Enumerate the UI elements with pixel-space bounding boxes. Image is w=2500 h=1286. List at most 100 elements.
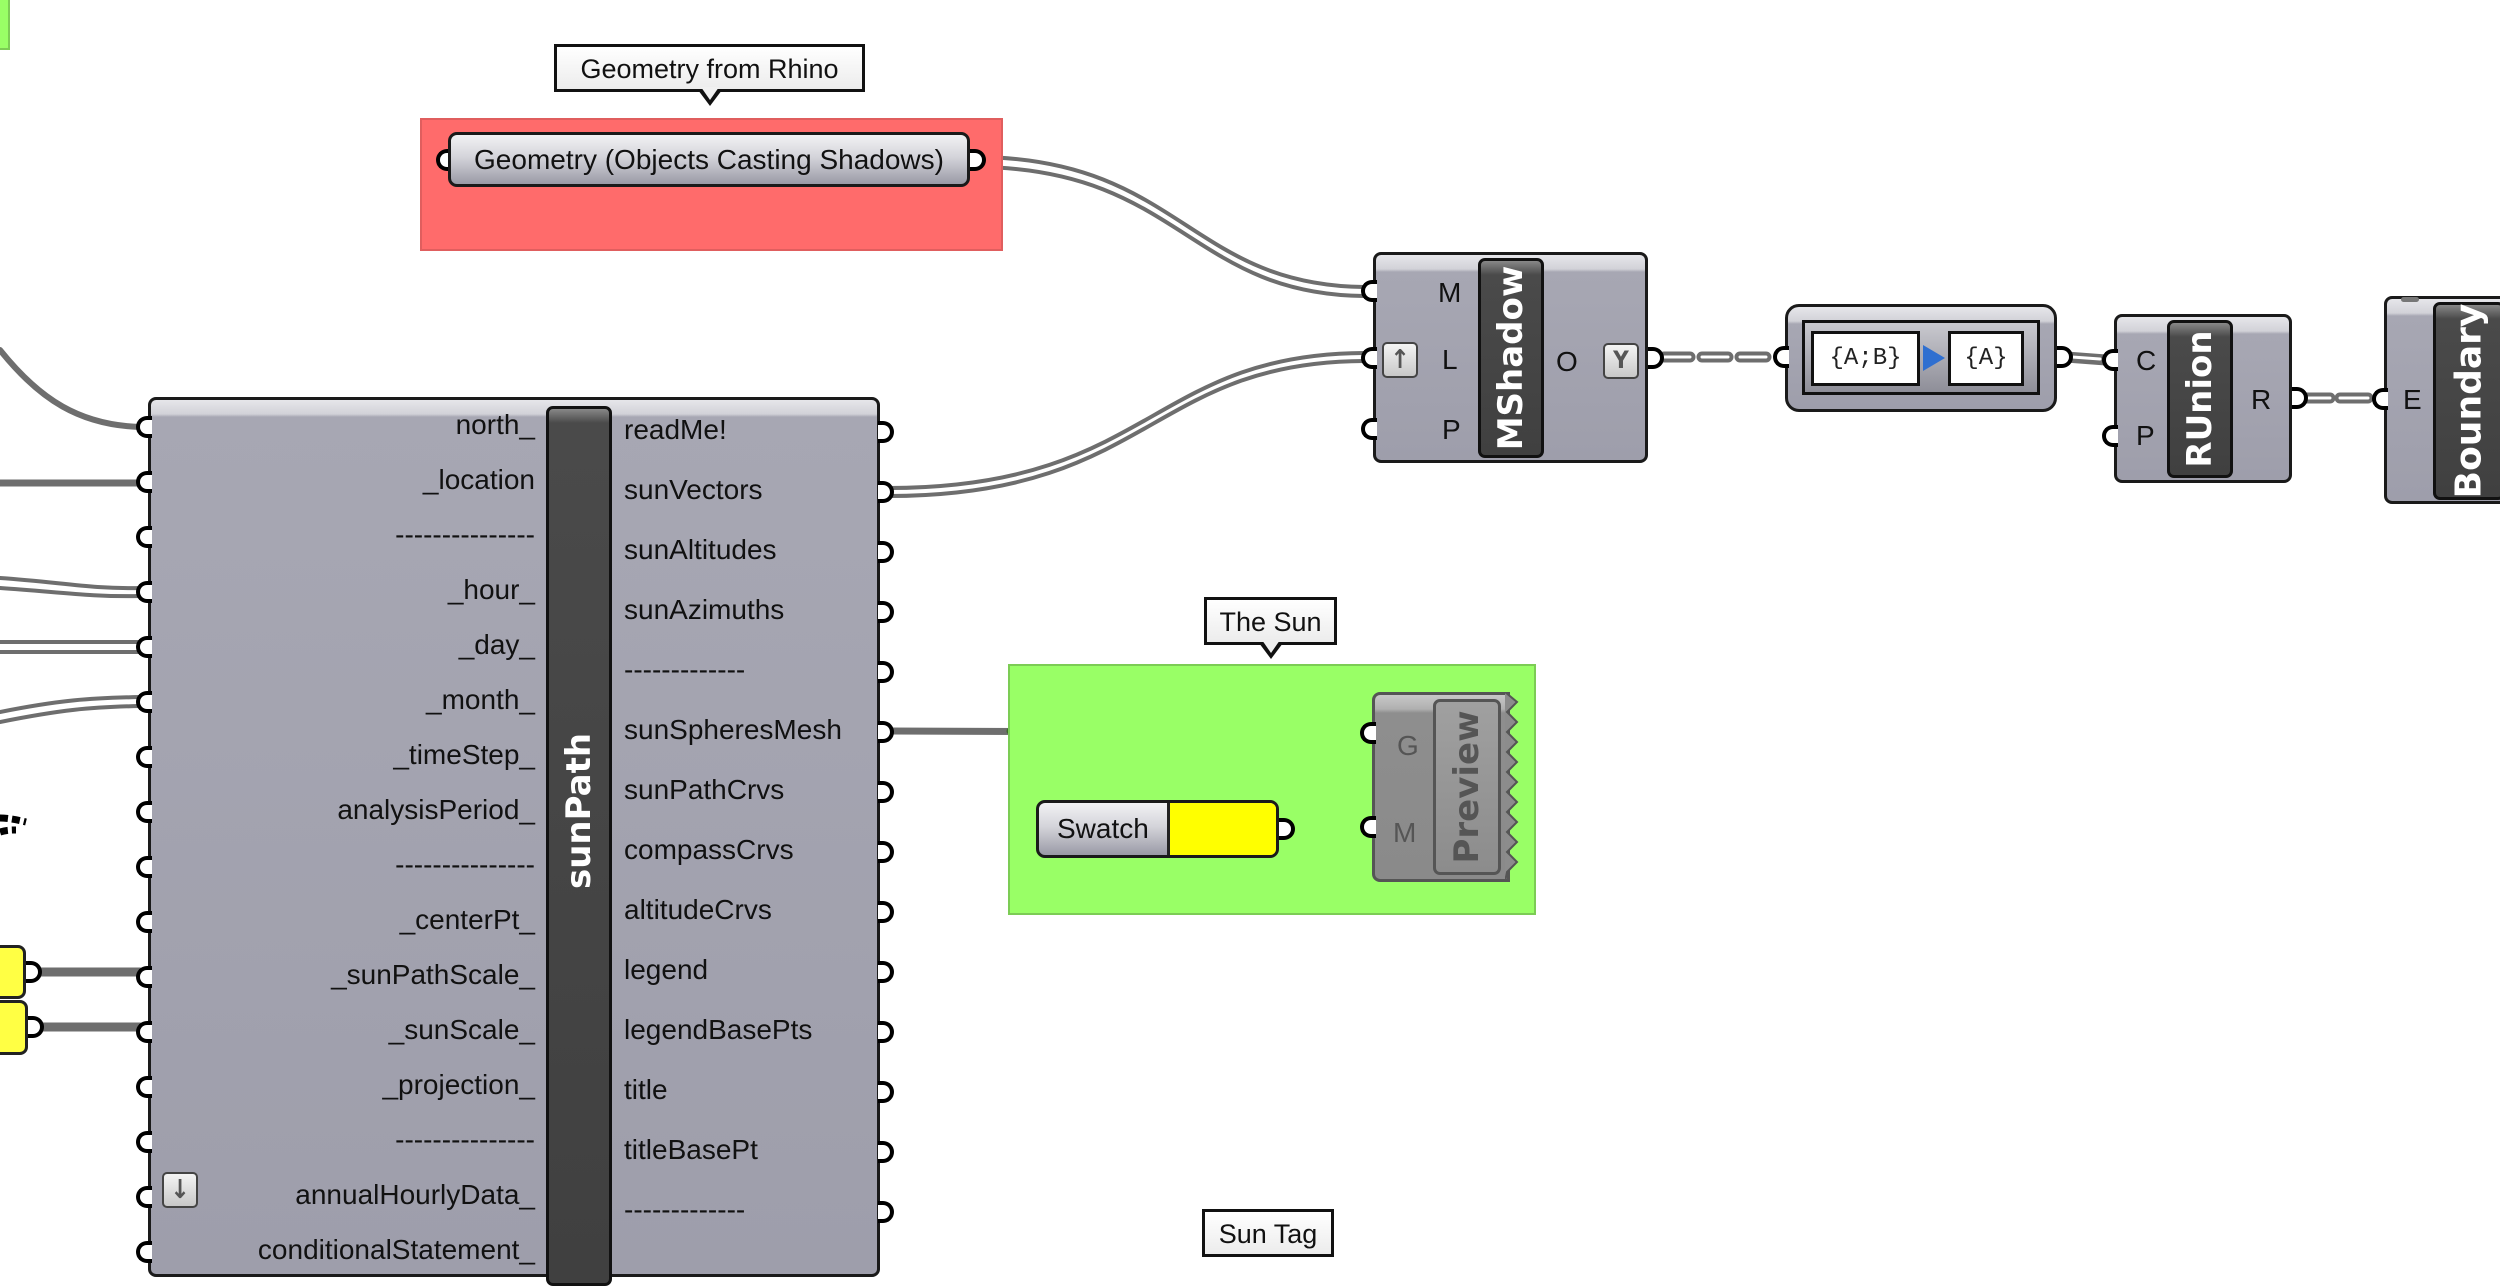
sunpath-output-label: ------------- — [624, 654, 746, 685]
green-group-fragment[interactable] — [0, 0, 10, 50]
geometry-group-label: Geometry from Rhino — [554, 44, 865, 106]
swatch-component[interactable]: Swatch — [1036, 800, 1279, 858]
mshadow-l-grip[interactable] — [1361, 347, 1377, 369]
sunpath-input-grip[interactable] — [136, 526, 152, 548]
settree-input-grip[interactable] — [1773, 346, 1789, 368]
mshadow-name: MShadow — [1491, 265, 1531, 451]
mshadow-component[interactable]: MShadow M L P O ↑ Y — [1373, 252, 1648, 463]
swatch-color[interactable] — [1167, 803, 1276, 855]
sun-group-label: The Sun — [1204, 597, 1337, 659]
runion-name-bar[interactable]: RUnion — [2167, 320, 2233, 478]
sunpath-input-grip[interactable] — [136, 746, 152, 768]
sunpath-output-grip[interactable] — [878, 841, 894, 863]
sunpath-output-grip[interactable] — [878, 721, 894, 743]
graft-icon[interactable]: Y — [1603, 343, 1639, 379]
mshadow-p-grip[interactable] — [1361, 418, 1377, 440]
settree-output-grip[interactable] — [2057, 346, 2073, 368]
mshadow-o-grip[interactable] — [1648, 347, 1664, 369]
sunpath-input-grip[interactable] — [136, 691, 152, 713]
sunpath-input-grip[interactable] — [136, 801, 152, 823]
boundary-e-grip[interactable] — [2372, 388, 2388, 410]
settree-to-box: {A} — [1948, 331, 2024, 386]
sunpath-output-grip[interactable] — [878, 961, 894, 983]
sunscale-slider-grip[interactable] — [28, 1016, 44, 1038]
boundary-component[interactable]: Boundary E — [2384, 296, 2500, 504]
sunpath-output-grip[interactable] — [878, 541, 894, 563]
geometry-param-label: Geometry (Objects Casting Shadows) — [474, 144, 944, 175]
callout-pointer — [697, 87, 722, 106]
sunpath-input-grip[interactable] — [136, 966, 152, 988]
sunpath-output-grip[interactable] — [878, 421, 894, 443]
wire-north — [0, 347, 143, 430]
sunpath-output-grip[interactable] — [878, 1141, 894, 1163]
swatch-output-grip[interactable] — [1279, 818, 1295, 840]
boundary-input-e: E — [2403, 384, 2422, 415]
sunpath-input-grip[interactable] — [136, 1241, 152, 1263]
geometry-param[interactable]: Geometry (Objects Casting Shadows) — [448, 132, 970, 187]
sunpath-output-grip[interactable] — [878, 901, 894, 923]
sunpath-input-label: _day_ — [458, 629, 535, 660]
sunpath-input-grip[interactable] — [136, 911, 152, 933]
sunpath-input-label: _centerPt_ — [399, 904, 535, 935]
curve-fragment — [0, 814, 27, 836]
runion-c-grip[interactable] — [2102, 349, 2118, 371]
sunpath-input-label: --------------- — [395, 1124, 535, 1155]
runion-input-c: C — [2136, 345, 2157, 376]
sunpath-input-grip[interactable] — [136, 471, 152, 493]
sunpath-output-grip[interactable] — [878, 661, 894, 683]
wire-sunvectors-to-l — [886, 351, 1366, 498]
sunpath-output-label: sunAltitudes — [624, 534, 777, 565]
sunpath-input-grip[interactable] — [136, 636, 152, 658]
sunpath-input-grip[interactable] — [136, 1186, 152, 1208]
arrow-up-icon[interactable]: ↑ — [1382, 342, 1418, 378]
mshadow-input-m: M — [1438, 277, 1462, 308]
sunpath-output-grip[interactable] — [878, 781, 894, 803]
runion-component[interactable]: RUnion C P R — [2114, 314, 2292, 483]
sunpath-input-grip[interactable] — [136, 1076, 152, 1098]
sunpath-input-label: conditionalStatement_ — [257, 1234, 535, 1265]
sunpath-output-label: title — [624, 1074, 668, 1105]
preview-name-bar[interactable]: Preview — [1433, 699, 1501, 875]
preview-zigzag-edge — [1505, 692, 1519, 882]
sunpath-name-bar[interactable]: sunPath — [546, 406, 612, 1286]
sunpath-output-grip[interactable] — [878, 1201, 894, 1223]
arrow-down-icon[interactable]: ↓ — [162, 1172, 198, 1208]
sunscale-slider[interactable] — [0, 1000, 28, 1055]
sunpath-output-grip[interactable] — [878, 481, 894, 503]
sunpathscale-slider-grip[interactable] — [26, 961, 42, 983]
boundary-dots — [2401, 297, 2419, 302]
sunpath-output-grip[interactable] — [878, 1081, 894, 1103]
preview-m-grip[interactable] — [1360, 816, 1376, 838]
sunpath-component[interactable]: sunPath ↓ — [148, 397, 880, 1286]
sunpathscale-slider[interactable] — [0, 945, 26, 999]
preview-input-m: M — [1393, 817, 1417, 848]
wire-hour — [0, 576, 142, 599]
preview-input-g: G — [1397, 730, 1419, 761]
settree-component[interactable]: {A;B} {A} — [1785, 304, 2057, 412]
sunpath-input-label: _month_ — [426, 684, 535, 715]
sunpath-name: sunPath — [559, 733, 599, 890]
boundary-name: Boundary — [2448, 303, 2490, 499]
sunpath-input-grip[interactable] — [136, 416, 152, 438]
sunpath-output-grip[interactable] — [878, 1021, 894, 1043]
sunpath-output-grip[interactable] — [878, 601, 894, 623]
mshadow-name-bar[interactable]: MShadow — [1478, 258, 1544, 458]
boundary-name-bar[interactable]: Boundary — [2433, 302, 2500, 500]
preview-component[interactable]: Preview G M — [1372, 692, 1510, 882]
runion-r-grip[interactable] — [2292, 387, 2308, 409]
preview-g-grip[interactable] — [1360, 722, 1376, 744]
sunpath-output-label: legendBasePts — [624, 1014, 813, 1045]
settree-to-text: {A} — [1964, 345, 2008, 372]
mshadow-input-l: L — [1442, 344, 1458, 375]
sunpath-input-grip[interactable] — [136, 581, 152, 603]
sunpath-input-grip[interactable] — [136, 1021, 152, 1043]
sunpath-output-label: readMe! — [624, 414, 727, 445]
sunpath-output-label: sunAzimuths — [624, 594, 785, 625]
sunpath-input-grip[interactable] — [136, 1131, 152, 1153]
geometry-param-output-grip[interactable] — [970, 149, 986, 171]
runion-p-grip[interactable] — [2102, 425, 2118, 447]
sunpath-input-label: --------------- — [395, 519, 535, 550]
sunpath-input-grip[interactable] — [136, 856, 152, 878]
mshadow-m-grip[interactable] — [1361, 280, 1377, 302]
sunpath-output-label: titleBasePt — [624, 1134, 758, 1165]
